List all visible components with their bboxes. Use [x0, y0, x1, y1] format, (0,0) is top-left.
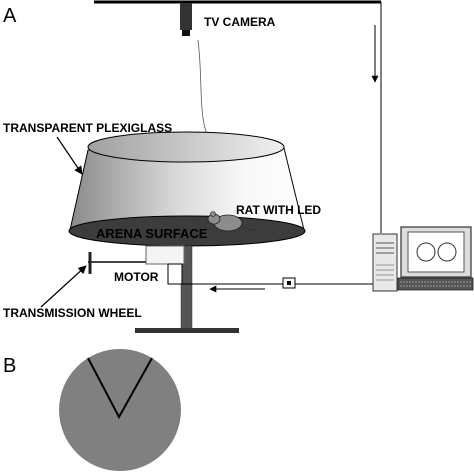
tv-camera-label: TV CAMERA [204, 15, 276, 29]
motor-box [167, 263, 183, 285]
interface-box-port [287, 281, 291, 285]
panel-label-b: B [3, 355, 16, 377]
v-shape-path [87, 357, 153, 420]
rat-icon [207, 211, 259, 232]
tv-camera-icon [180, 3, 192, 30]
wheel-pointer-arrow [40, 265, 87, 308]
motor-housing [145, 245, 185, 265]
plexiglass-pointer-arrow [56, 136, 83, 175]
panel-label-a: A [3, 5, 17, 27]
support-base [135, 328, 239, 333]
camera-lens-icon [182, 30, 190, 36]
arena-surface-label: ARENA SURFACE [96, 226, 208, 241]
motor-label: MOTOR [114, 270, 159, 284]
monitor-icon [400, 226, 472, 278]
plexiglass-top-rim [87, 131, 285, 163]
keyboard-icon [397, 277, 474, 291]
plexiglass-label: TRANSPARENT PLEXIGLASS [3, 121, 172, 135]
computer-tower-icon [372, 233, 398, 292]
arena-disc-b [59, 349, 181, 471]
rat-with-led-label: RAT WITH LED [236, 203, 321, 217]
transmission-wheel-label: TRANSMISSION WHEEL [3, 306, 142, 320]
